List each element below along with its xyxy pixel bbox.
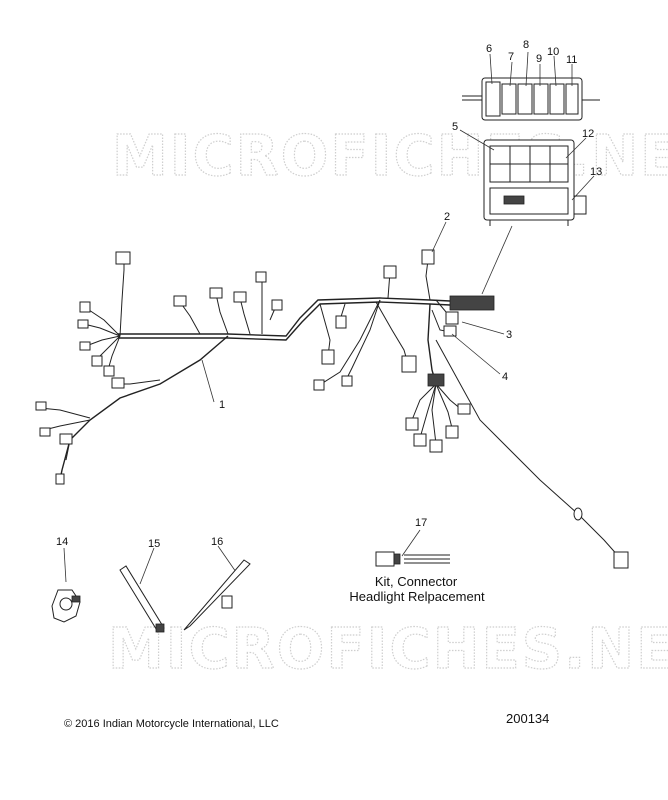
callout-9: 9	[536, 53, 542, 65]
callout-11: 11	[566, 54, 577, 66]
callout-8: 8	[523, 39, 529, 51]
callout-14: 14	[56, 536, 68, 548]
part-17-connector-kit	[375, 551, 450, 567]
callout-16: 16	[211, 536, 223, 548]
callout-1: 1	[219, 399, 225, 411]
callout-labels: 1 2 3 4 5 6 7 8 9 10 11 12 13 14 15 16 1…	[56, 39, 602, 550]
callout-13: 13	[590, 166, 602, 178]
callout-10: 10	[547, 46, 559, 58]
relay-box-top	[462, 77, 600, 121]
watermark-top: MICROFICHES.NET	[112, 124, 668, 189]
part-16-cable-tie	[183, 559, 251, 631]
callout-3: 3	[506, 329, 512, 341]
kit-caption-line2: Headlight Relpacement	[349, 589, 485, 604]
callout-6: 6	[486, 43, 492, 55]
copyright-text: © 2016 Indian Motorcycle International, …	[64, 718, 279, 730]
callout-7: 7	[508, 51, 514, 63]
kit-caption-line1: Kit, Connector	[375, 574, 458, 589]
callout-4: 4	[502, 371, 508, 383]
callout-2: 2	[444, 211, 450, 223]
callout-15: 15	[148, 538, 160, 550]
callout-5: 5	[452, 121, 458, 133]
main-wiring-harness	[35, 249, 629, 569]
part-14-clip	[51, 589, 81, 623]
watermark-bottom: MICROFICHES.NET	[108, 617, 668, 682]
callout-17: 17	[415, 517, 427, 529]
document-number: 200134	[506, 711, 549, 726]
leader-lines	[63, 51, 595, 585]
part-15-cable-tie	[119, 565, 165, 633]
callout-12: 12	[582, 128, 594, 140]
fuse-box	[483, 139, 587, 226]
